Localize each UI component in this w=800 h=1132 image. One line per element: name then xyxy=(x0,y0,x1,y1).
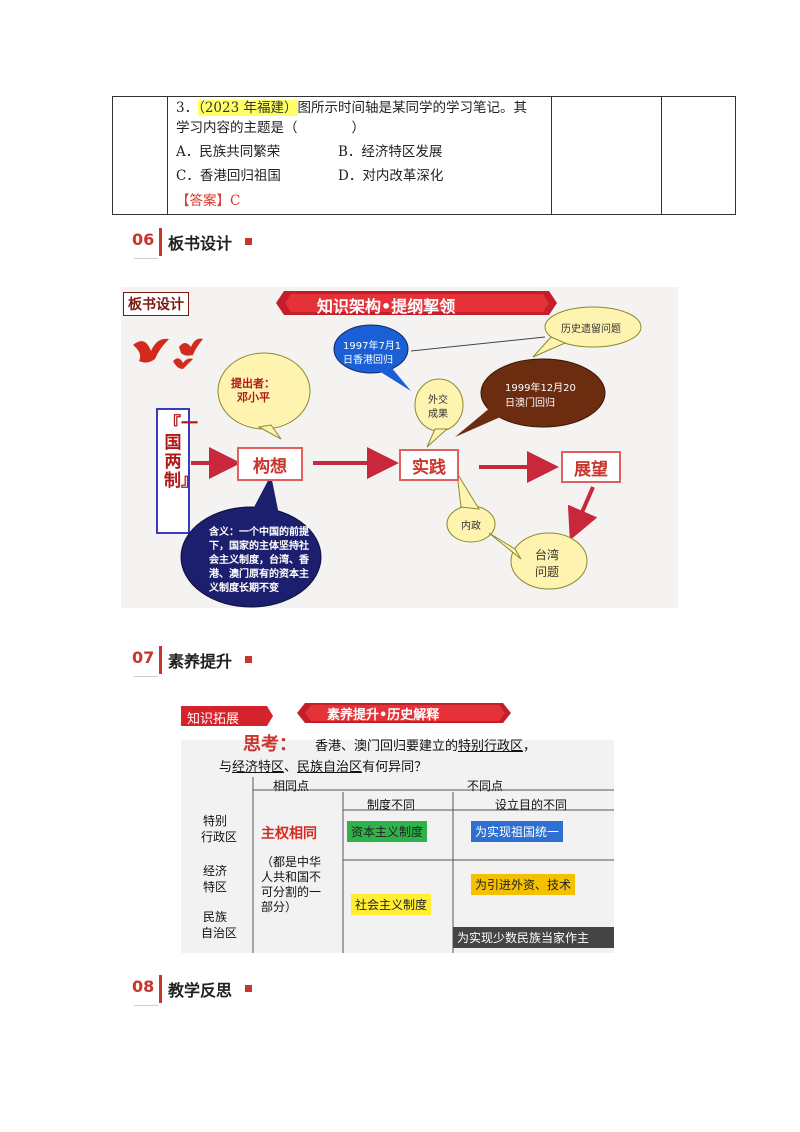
section-number: 08 xyxy=(132,977,155,996)
section-bar xyxy=(159,975,162,1003)
dove-icon xyxy=(133,338,203,369)
row-sar-2: 行政区 xyxy=(201,830,238,844)
question-table xyxy=(112,96,736,215)
question-source: （2023 年福建） xyxy=(198,100,298,116)
board-corner-label: 板书设计 xyxy=(123,292,189,316)
note-line2: 人共和国不 xyxy=(261,870,322,884)
macau-return-line1: 1999年12月20 xyxy=(505,383,576,394)
table-divider xyxy=(551,97,552,214)
question-text: 有何异同？ xyxy=(362,760,428,775)
column-system: 制度不同 xyxy=(367,798,416,812)
column-different: 不同点 xyxy=(467,779,504,793)
option-d: D．对内改革深化 xyxy=(338,168,444,184)
square-icon xyxy=(245,238,252,245)
diplomacy-line2: 成果 xyxy=(428,409,448,420)
hk-return-line1: 1997年7月1 xyxy=(343,341,402,352)
meaning-bubble xyxy=(180,506,322,608)
underlined-term: 特别行政区 xyxy=(458,739,524,754)
question-text: ， xyxy=(523,739,537,754)
capitalist-system-tag: 资本主义制度 xyxy=(347,821,428,842)
section-bar xyxy=(159,646,162,674)
column-purpose: 设立目的不同 xyxy=(495,798,568,812)
diplomacy-line1: 外交 xyxy=(428,395,448,406)
table-divider xyxy=(661,97,662,214)
question-number: 3． xyxy=(176,100,199,116)
section-title: 素养提升 xyxy=(168,652,233,671)
socialist-system-tag: 社会主义制度 xyxy=(351,894,432,915)
section-title: 板书设计 xyxy=(168,234,233,253)
square-icon xyxy=(245,985,252,992)
meaning-line2: 下，国家的主体坚持社 xyxy=(209,541,309,552)
section-header-07: 07 素养提升 xyxy=(132,646,272,677)
meaning-line1: 含义：一个中国的前提 xyxy=(209,527,309,538)
taiwan-line1: 台湾 xyxy=(535,548,560,562)
outlook-box: 展望 xyxy=(561,451,621,483)
row-sez-2: 特区 xyxy=(203,880,228,894)
option-c: C．香港回归祖国 xyxy=(176,168,281,184)
history-issue: 历史遗留问题 xyxy=(561,324,621,335)
column-same: 相同点 xyxy=(273,779,310,793)
board-design-slide: 板书设计 知识架构•提纲挈领 提出者： 邓小平 『一国两制』 构想 实践 展望 … xyxy=(121,287,678,608)
concept-box: 构想 xyxy=(237,447,303,481)
note-line3: 可分割的一 xyxy=(261,885,322,899)
section-header-06: 06 板书设计 xyxy=(132,228,272,259)
row-autonomous-1: 民族 xyxy=(203,910,228,924)
purpose-unification-tag: 为实现祖国统一 xyxy=(471,821,564,842)
board-banner-title: 知识架构•提纲挈领 xyxy=(317,297,456,316)
question-text: 与 xyxy=(219,760,233,775)
section-number: 06 xyxy=(132,230,155,249)
question-text: 香港、澳门回归要建立的 xyxy=(315,739,459,754)
hk-bubble xyxy=(333,324,409,374)
section-underline xyxy=(134,258,158,259)
domestic-label: 内政 xyxy=(461,521,481,532)
note-line4: 部分） xyxy=(261,900,298,914)
meaning-line5: 义制度长期不变 xyxy=(209,583,279,594)
board-diagram-shapes xyxy=(133,291,642,608)
hk-return-line2: 日香港回归 xyxy=(343,355,393,366)
practice-box: 实践 xyxy=(399,449,459,481)
section-underline xyxy=(134,676,158,677)
answer: 【答案】C xyxy=(176,193,241,209)
row-sar-1: 特别 xyxy=(203,814,228,828)
square-icon xyxy=(245,656,252,663)
proposer-label: 提出者： xyxy=(231,377,275,390)
taiwan-line2: 问题 xyxy=(535,565,560,579)
vertical-title-box xyxy=(156,408,190,534)
underlined-term: 经济特区 xyxy=(232,760,285,775)
note-line1: （都是中华 xyxy=(261,855,322,869)
underlined-term: 民族自治区 xyxy=(297,760,363,775)
option-a: A．民族共同繁荣 xyxy=(176,144,281,160)
question-text: 、 xyxy=(284,760,298,775)
macau-bubble xyxy=(480,358,606,428)
question-line2: 与经济特区、民族自治区有何异同？ xyxy=(219,756,427,775)
row-sez-1: 经济 xyxy=(203,864,228,878)
macau-return-line2: 日澳门回归 xyxy=(505,398,555,409)
row-autonomous-2: 自治区 xyxy=(201,926,238,940)
taiwan-bubble xyxy=(510,532,588,590)
question-stem-line2: 学习内容的主题是（ ） xyxy=(176,120,365,136)
table-divider xyxy=(167,97,168,214)
literacy-slide: 知识拓展 素养提升•历史解释 思考： 香港、澳门回归要建立的特别行政区， 与经济… xyxy=(181,700,614,953)
extension-tag: 知识拓展 xyxy=(187,712,240,727)
section-header-08: 08 教学反思 xyxy=(132,975,272,1006)
vertical-title: 『一国两制』 xyxy=(164,414,198,491)
meaning-line3: 会主义制度，台湾、香 xyxy=(209,555,309,566)
question-stem: 图所示时间轴是某同学的学习笔记。其 xyxy=(297,100,528,116)
section-title: 教学反思 xyxy=(168,981,233,1000)
literacy-banner-title: 素养提升•历史解释 xyxy=(327,708,440,723)
meaning-line4: 港、澳门原有的资本主 xyxy=(209,569,309,580)
think-label: 思考： xyxy=(243,734,297,755)
proposer-name: 邓小平 xyxy=(237,391,270,404)
question-stem-line1: 3．（2023 年福建）图所示时间轴是某同学的学习笔记。其 xyxy=(176,98,527,118)
history-issue-bubble xyxy=(544,306,642,348)
literacy-table-shapes xyxy=(181,703,614,953)
section-underline xyxy=(134,1005,158,1006)
sovereignty-same: 主权相同 xyxy=(261,826,317,842)
purpose-investment-tag: 为引进外资、技术 xyxy=(471,874,576,895)
purpose-autonomy-tag: 为实现少数民族当家作主 xyxy=(453,927,614,948)
section-bar xyxy=(159,228,162,256)
option-b: B．经济特区发展 xyxy=(338,144,443,160)
section-number: 07 xyxy=(132,648,155,667)
question-line1: 香港、澳门回归要建立的特别行政区， xyxy=(315,735,536,754)
